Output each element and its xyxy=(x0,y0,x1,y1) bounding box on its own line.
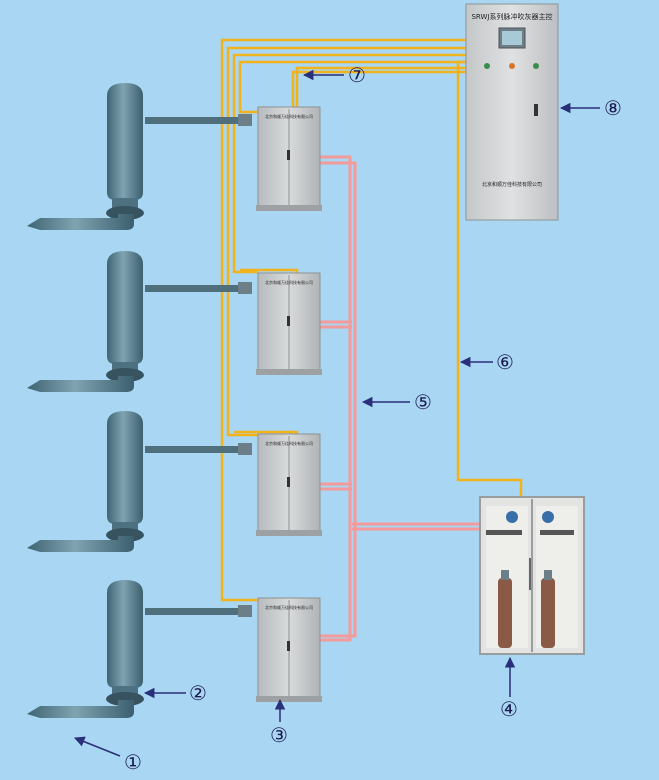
callout-5: ⑤ xyxy=(414,390,432,414)
callout-3: ③ xyxy=(270,723,288,747)
callout-6: ⑥ xyxy=(496,350,514,374)
sub-cabinet-1-plate: 北京和顺万佳科技有限公司 xyxy=(265,113,313,119)
sub-cabinet-4-plate: 北京和顺万佳科技有限公司 xyxy=(265,604,313,610)
signal-wires xyxy=(220,38,523,602)
sub-cabinet-4: 北京和顺万佳科技有限公司 xyxy=(256,597,322,702)
blower-unit-1 xyxy=(27,83,252,230)
callout-4: ④ xyxy=(500,697,518,721)
gas-supply-cabinet xyxy=(479,496,585,655)
callout-7: ⑦ xyxy=(348,63,366,87)
main-cabinet-company: 北京和顺万佳科技有限公司 xyxy=(482,181,542,188)
cabinet-handle xyxy=(534,104,538,116)
main-cabinet-title: SRWJ系列脉冲吹灰器主控 xyxy=(471,12,552,21)
gas-cylinder-right xyxy=(541,578,555,648)
callout-2: ② xyxy=(189,681,207,705)
indicator-light-green-2 xyxy=(533,63,539,69)
sub-cabinet-2: 北京和顺万佳科技有限公司 xyxy=(256,272,322,375)
blower-unit-3 xyxy=(27,411,252,552)
sub-cabinet-2-plate: 北京和顺万佳科技有限公司 xyxy=(265,279,313,285)
pressure-gauge-left xyxy=(506,511,518,523)
callout-1: ① xyxy=(124,750,142,774)
callout-arrows xyxy=(74,69,600,757)
sub-cabinet-3: 北京和顺万佳科技有限公司 xyxy=(256,433,322,536)
sub-cabinet-1: 北京和顺万佳科技有限公司 xyxy=(256,106,322,211)
arrow-1 xyxy=(74,736,121,757)
blower-unit-2 xyxy=(27,251,252,392)
gas-pipes xyxy=(320,155,480,642)
callout-8: ⑧ xyxy=(604,96,622,120)
touch-screen-display xyxy=(502,31,522,45)
gas-cylinder-left xyxy=(498,578,512,648)
indicator-light-orange xyxy=(509,63,515,69)
indicator-light-green xyxy=(484,63,490,69)
main-control-cabinet: SRWJ系列脉冲吹灰器主控 北京和顺万佳科技有限公司 xyxy=(465,3,559,221)
blower-unit-4 xyxy=(27,580,252,718)
sub-cabinet-3-plate: 北京和顺万佳科技有限公司 xyxy=(265,440,313,446)
pressure-gauge-right xyxy=(542,511,554,523)
